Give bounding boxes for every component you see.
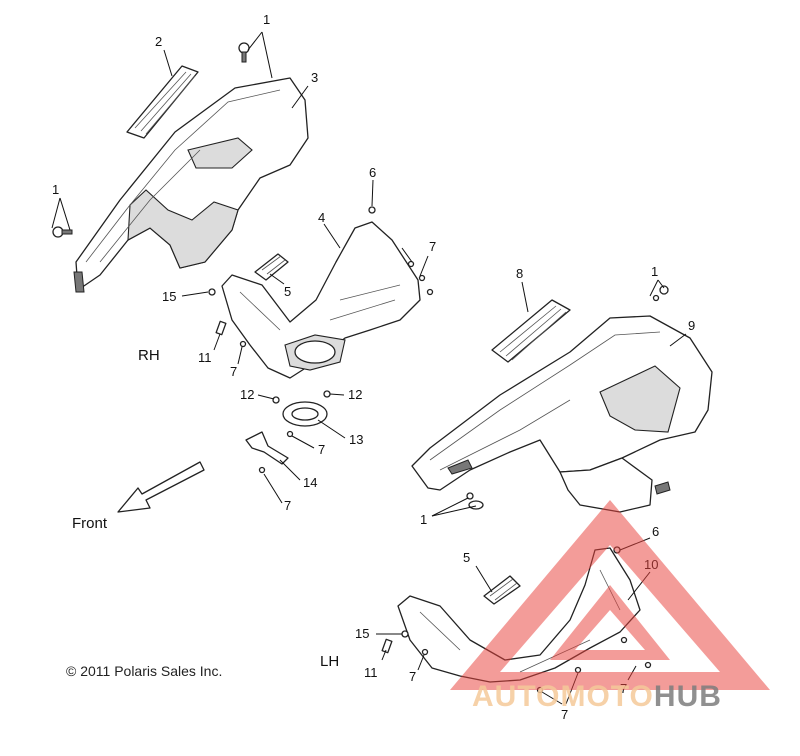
watermark-text-part2: HUB (654, 680, 722, 713)
callout-2: 2 (155, 34, 162, 49)
callout-7: 7 (284, 498, 291, 513)
callout-11: 11 (198, 350, 212, 365)
callout-12: 12 (348, 387, 362, 402)
rh-bracket (245, 431, 289, 465)
callout-13: 13 (349, 432, 363, 447)
front-direction-arrow (117, 461, 205, 513)
callout-5: 5 (463, 550, 470, 565)
callout-12: 12 (240, 387, 254, 402)
callout-9: 9 (688, 318, 695, 333)
callout-8: 8 (516, 266, 523, 281)
callout-1: 1 (651, 264, 658, 279)
rh-inner-panel (221, 221, 421, 379)
callout-7: 7 (409, 669, 416, 684)
callout-3: 3 (311, 70, 318, 85)
callout-7: 7 (318, 442, 325, 457)
watermark-triangle-icon (450, 500, 770, 690)
lh-foot-rest (483, 575, 521, 605)
watermark-text-part1: AUTOMOTO (472, 680, 654, 713)
callout-15: 15 (355, 626, 369, 641)
callout-5: 5 (284, 284, 291, 299)
rh-side-label: RH (138, 347, 160, 364)
callout-6: 6 (652, 524, 659, 539)
callout-4: 4 (318, 210, 325, 225)
callout-numbers: 1 2 3 1 6 4 7 15 5 11 7 12 12 13 7 14 7 … (52, 12, 695, 722)
callout-6: 6 (369, 165, 376, 180)
callout-11: 11 (364, 665, 378, 680)
copyright-text: © 2011 Polaris Sales Inc. (66, 663, 222, 679)
rh-side-panel (73, 77, 309, 293)
lh-side-label: LH (320, 653, 339, 670)
watermark-logo (450, 500, 770, 690)
lh-vent-grille (491, 299, 571, 363)
callout-7: 7 (429, 239, 436, 254)
lh-side-panel (411, 315, 713, 513)
callout-15: 15 (162, 289, 176, 304)
rh-foot-rest (254, 253, 289, 281)
callout-7: 7 (561, 707, 568, 722)
callout-1: 1 (420, 512, 427, 527)
rh-vent-grille (126, 65, 199, 139)
rh-fasteners (52, 42, 434, 474)
callout-14: 14 (303, 475, 317, 490)
callout-1: 1 (52, 182, 59, 197)
callout-1: 1 (263, 12, 270, 27)
callout-7: 7 (230, 364, 237, 379)
leader-lines (51, 31, 687, 705)
watermark-text: AUTOMOTOHUB (472, 680, 722, 713)
front-label: Front (72, 515, 108, 532)
rh-speaker-ring (282, 401, 328, 427)
